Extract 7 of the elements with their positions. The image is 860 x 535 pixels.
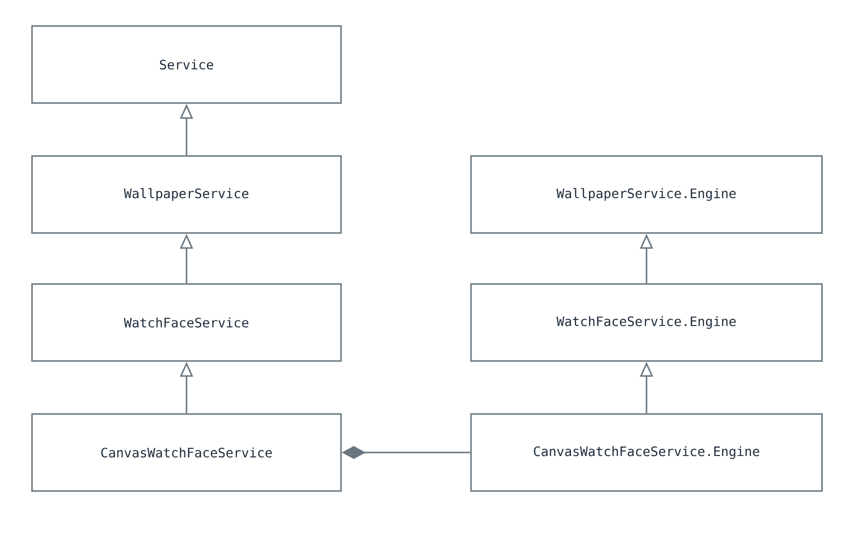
class-box: Service [31, 25, 342, 104]
class-box: WallpaperService.Engine [470, 155, 823, 234]
class-box: WatchFaceService.Engine [470, 283, 823, 362]
class-box: CanvasWatchFaceService.Engine [470, 413, 823, 492]
class-box: WatchFaceService [31, 283, 342, 362]
class-box: WallpaperService [31, 155, 342, 234]
class-box: CanvasWatchFaceService [31, 413, 342, 492]
